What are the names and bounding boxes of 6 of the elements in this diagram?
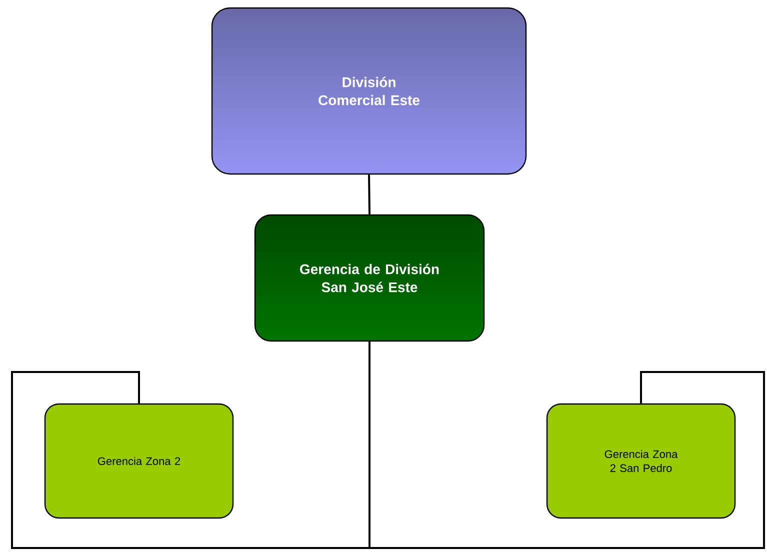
org-box: Gerencia de División San José Este xyxy=(254,214,485,342)
connector-line xyxy=(368,174,370,214)
org-box: Gerencia Zona 2 xyxy=(44,403,234,519)
connector-line xyxy=(368,342,766,549)
org-box: División Comercial Este xyxy=(211,7,527,175)
org-box: Gerencia Zona 2 San Pedro xyxy=(546,403,736,519)
